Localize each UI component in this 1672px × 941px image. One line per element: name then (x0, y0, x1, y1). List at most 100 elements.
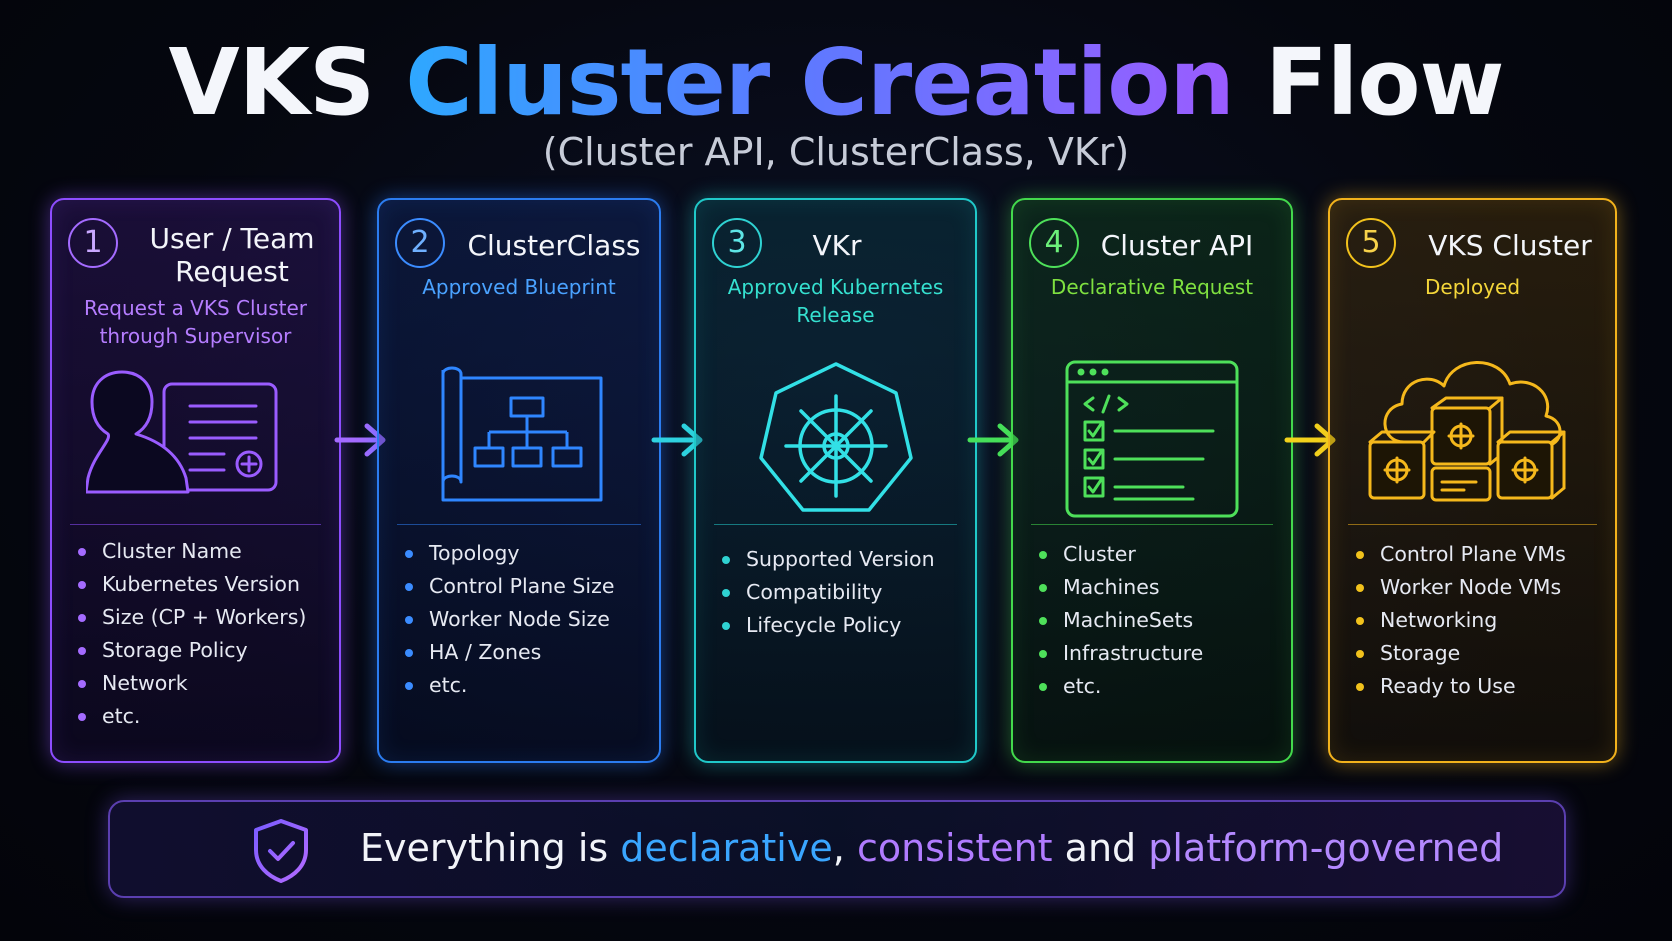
step-subtitle-line2: through Supervisor (99, 324, 292, 348)
bullet-dot (722, 622, 730, 630)
bullet-dot (1039, 617, 1047, 625)
list-item-text: Cluster Name (102, 539, 242, 563)
step-number-badge: 5 (1346, 218, 1396, 268)
list-item-text: Ready to Use (1380, 674, 1516, 698)
bullet-dot (1039, 683, 1047, 691)
list-item-text: HA / Zones (429, 640, 542, 664)
footer-text-part: Everything is (360, 826, 609, 870)
bullet-dot (405, 649, 413, 657)
step-item-list: Supported Version Compatibility Lifecycl… (696, 543, 975, 642)
footer-keyword-consistent: consistent (856, 826, 1053, 870)
bullet-dot (78, 614, 86, 622)
step-card-vkr: 3 VKr Approved Kubernetes Release Suppor… (694, 198, 977, 763)
list-item: HA / Zones (405, 636, 659, 669)
bullet-dot (78, 647, 86, 655)
step-title: VKr (812, 229, 862, 262)
bullet-dot (722, 556, 730, 564)
step-title: ClusterClass (467, 229, 641, 262)
list-item-text: Worker Node VMs (1380, 575, 1562, 599)
step-title: Cluster API (1100, 229, 1254, 262)
list-item: etc. (405, 669, 659, 702)
step-item-list: Cluster Machines MachineSets Infrastruct… (1013, 538, 1291, 703)
bullet-dot (1356, 650, 1364, 658)
list-item: Topology (405, 537, 659, 570)
list-item: Worker Node VMs (1356, 571, 1615, 604)
card-divider (714, 524, 957, 525)
code-checklist-window-icon (1065, 360, 1239, 518)
bullet-dot (1356, 584, 1364, 592)
bullet-dot (722, 589, 730, 597)
list-item-text: Networking (1380, 608, 1498, 632)
arrow-right-icon (651, 423, 703, 457)
list-item: Network (78, 667, 339, 700)
step-number-badge: 2 (395, 218, 445, 268)
footer-text-part: and (1064, 826, 1137, 870)
list-item: Machines (1039, 571, 1291, 604)
list-item-text: Storage Policy (102, 638, 248, 662)
list-item-text: Kubernetes Version (102, 572, 300, 596)
bullet-dot (1356, 617, 1364, 625)
shield-check-icon (254, 819, 308, 883)
kubernetes-helm-icon (759, 362, 913, 512)
card-divider (397, 524, 641, 525)
list-item: Storage Policy (78, 634, 339, 667)
list-item: Control Plane VMs (1356, 538, 1615, 571)
step-subtitle: Declarative Request (1050, 275, 1254, 299)
bullet-dot (78, 680, 86, 688)
arrow-right-icon (334, 423, 386, 457)
card-divider (1348, 524, 1597, 525)
blueprint-topology-icon (441, 366, 603, 502)
page-subtitle: (Cluster API, ClusterClass, VKr) (542, 130, 1130, 174)
step-subtitle: Deployed (1424, 275, 1521, 299)
step-item-list: Topology Control Plane Size Worker Node … (379, 537, 659, 702)
bullet-dot (1039, 584, 1047, 592)
list-item-text: Infrastructure (1063, 641, 1204, 665)
list-item-text: Network (102, 671, 188, 695)
bullet-dot (1356, 551, 1364, 559)
step-subtitle: Approved Blueprint (422, 275, 616, 299)
step-card-vks-cluster: 5 VKS Cluster Deployed Control (1328, 198, 1617, 763)
card-divider (70, 524, 321, 525)
title-part-flow: Flow (1264, 29, 1505, 136)
step-title-line2: Request (175, 255, 289, 288)
step-subtitle-line1: Approved Kubernetes (727, 275, 944, 299)
list-item-text: Lifecycle Policy (746, 613, 902, 637)
bullet-dot (405, 682, 413, 690)
list-item-text: MachineSets (1063, 608, 1194, 632)
list-item: Control Plane Size (405, 570, 659, 603)
arrow-right-icon (1284, 423, 1336, 457)
bullet-dot (1039, 650, 1047, 658)
bullet-dot (78, 548, 86, 556)
list-item-text: Cluster (1063, 542, 1136, 566)
list-item-text: etc. (429, 673, 468, 697)
user-request-form-icon (86, 370, 278, 494)
step-title-line1: User / Team (149, 222, 315, 255)
list-item: Worker Node Size (405, 603, 659, 636)
list-item: Supported Version (722, 543, 975, 576)
bullet-dot (78, 581, 86, 589)
list-item-text: etc. (102, 704, 141, 728)
bullet-dot (1356, 683, 1364, 691)
step-card-clusterclass: 2 ClusterClass Approved Blueprint Topolo… (377, 198, 661, 763)
footer-banner: Everything is declarative, consistent an… (108, 800, 1566, 898)
list-item: Compatibility (722, 576, 975, 609)
bullet-dot (405, 616, 413, 624)
list-item: Ready to Use (1356, 670, 1615, 703)
list-item-text: Compatibility (746, 580, 883, 604)
list-item: Kubernetes Version (78, 568, 339, 601)
list-item-text: etc. (1063, 674, 1102, 698)
list-item: Lifecycle Policy (722, 609, 975, 642)
list-item: etc. (1039, 670, 1291, 703)
list-item-text: Machines (1063, 575, 1160, 599)
footer-keyword-declarative: declarative (620, 826, 833, 870)
step-card-user-request: 1 User / Team Request Request a VKS Clus… (50, 198, 341, 763)
list-item: MachineSets (1039, 604, 1291, 637)
list-item: Networking (1356, 604, 1615, 637)
step-item-list: Control Plane VMs Worker Node VMs Networ… (1330, 538, 1615, 703)
list-item-text: Control Plane VMs (1380, 542, 1566, 566)
step-number-badge: 3 (712, 218, 762, 268)
step-subtitle-line1: Request a VKS Cluster (83, 296, 308, 320)
bullet-dot (405, 583, 413, 591)
bullet-dot (405, 550, 413, 558)
list-item-text: Storage (1380, 641, 1461, 665)
